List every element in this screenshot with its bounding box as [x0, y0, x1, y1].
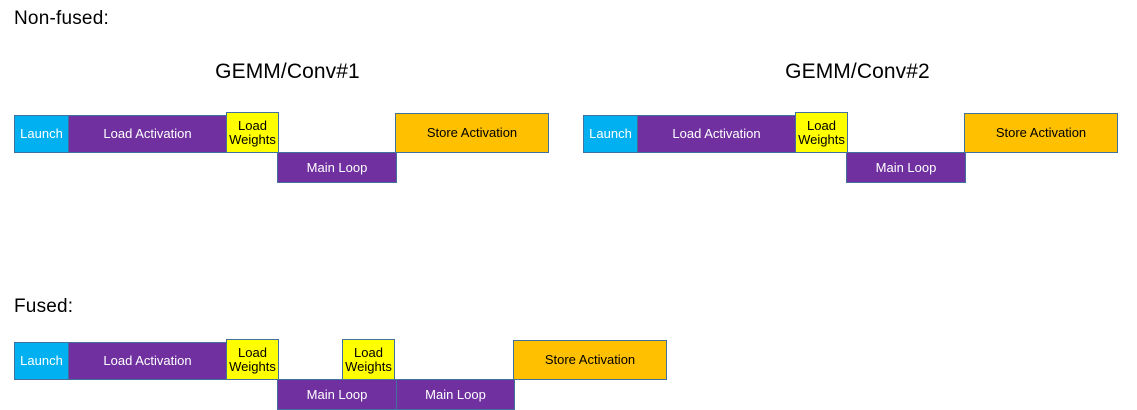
bar-main-loop-group2[interactable]: Main Loop: [846, 152, 966, 183]
bar-load-activation-fused[interactable]: Load Activation: [68, 342, 227, 380]
bar-label: Launch: [20, 126, 63, 142]
bar-label: Launch: [589, 126, 632, 142]
bar-store-activation-fused[interactable]: Store Activation: [513, 340, 667, 380]
bar-label: Main Loop: [875, 159, 937, 175]
bar-label: Store Activation: [544, 352, 636, 368]
bar-label: Load Activation: [672, 126, 761, 142]
bar-label: Load Weights: [345, 344, 392, 374]
bar-label: Store Activation: [995, 125, 1087, 141]
bar-main-loop-group1[interactable]: Main Loop: [277, 152, 397, 183]
bar-label: Load Activation: [103, 353, 192, 369]
bar-store-activation-group2[interactable]: Store Activation: [964, 113, 1118, 153]
bar-label: Main Loop: [306, 159, 368, 175]
bar-launch-fused[interactable]: Launch: [14, 342, 69, 380]
group-title-gemm-conv-1: GEMM/Conv#1: [215, 60, 360, 83]
bar-label: Load Weights: [229, 344, 276, 374]
bar-label: Main Loop: [306, 386, 368, 402]
bar-load-activation-group1[interactable]: Load Activation: [68, 115, 227, 153]
bar-load-weights-fused-2[interactable]: Load Weights: [342, 339, 395, 380]
bar-label: Main Loop: [425, 386, 486, 402]
bar-main-loop-fused-1[interactable]: Main Loop: [277, 379, 397, 410]
group-title-gemm-conv-2: GEMM/Conv#2: [785, 60, 930, 83]
bar-main-loop-fused-2[interactable]: Main Loop: [396, 379, 515, 410]
bar-load-weights-fused-1[interactable]: Load Weights: [226, 339, 279, 380]
bar-label: Launch: [20, 353, 63, 369]
bar-label: Load Activation: [103, 126, 192, 142]
bar-launch-group1[interactable]: Launch: [14, 115, 69, 153]
bar-store-activation-group1[interactable]: Store Activation: [395, 113, 549, 153]
bar-load-weights-group2[interactable]: Load Weights: [795, 112, 848, 153]
bar-load-weights-group1[interactable]: Load Weights: [226, 112, 279, 153]
section-label-non-fused: Non-fused:: [14, 8, 109, 29]
bar-label: Store Activation: [426, 125, 518, 141]
bar-label: Load Weights: [229, 117, 276, 147]
bar-launch-group2[interactable]: Launch: [583, 115, 638, 153]
bar-label: Load Weights: [798, 117, 845, 147]
section-label-fused: Fused:: [14, 296, 74, 317]
bar-load-activation-group2[interactable]: Load Activation: [637, 115, 796, 153]
